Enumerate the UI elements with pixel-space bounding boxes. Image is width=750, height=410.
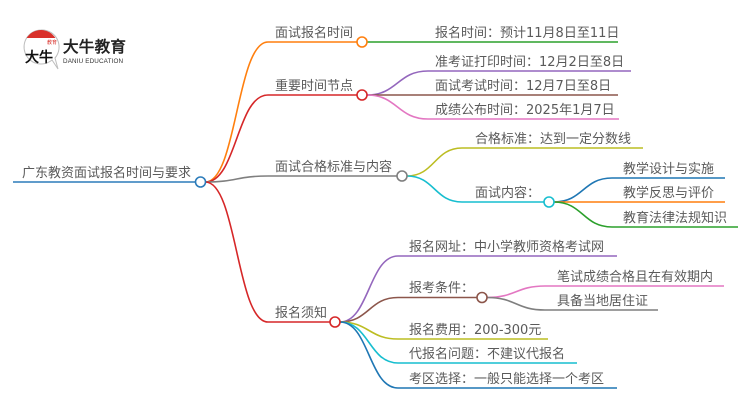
branch-3-child-2-label: 面试内容： xyxy=(475,185,540,201)
branch-registration-time: 面试报名时间 报名时间：预计11月8日至11日 xyxy=(268,25,619,43)
branch-key-dates: 重要时间节点 准考证打印时间：12月2日至8日 面试考试时间：12月7日至8日 … xyxy=(268,55,631,120)
logo-name-en: DANIU EDUCATION xyxy=(63,58,124,65)
edge-branch-2-child-1 xyxy=(366,70,631,96)
branch-3-toggle-circle[interactable] xyxy=(396,170,408,182)
interview-content-child-2-label: 教学反思与评价 xyxy=(623,185,714,201)
edge-interview-content-child-3 xyxy=(553,201,738,228)
branch-4-child-3-label: 报名费用：200-300元 xyxy=(409,322,541,338)
edge-conditions-child-2 xyxy=(486,296,658,311)
branch-2-child-3-label: 成绩公布时间：2025年1月7日 xyxy=(435,103,615,118)
root-label: 广东教资面试报名时间与要求 xyxy=(22,165,191,181)
edge-branch-4-child-3 xyxy=(339,321,548,340)
branch-1-label: 面试报名时间 xyxy=(275,25,353,41)
branch-1-child-1-label: 报名时间：预计11月8日至11日 xyxy=(435,25,619,41)
branch-4-label: 报名须知 xyxy=(275,305,327,321)
branch-1-toggle-circle[interactable] xyxy=(356,36,368,48)
edge-branch-2-child-3 xyxy=(366,94,619,120)
branch-2-toggle-circle[interactable] xyxy=(356,89,368,101)
interview-content-child-1-label: 教学设计与实施 xyxy=(623,161,714,177)
edge-branch-4-child-2 xyxy=(339,296,477,323)
edge-root-to-branch-3 xyxy=(205,175,269,183)
logo-seal-text: 教育 xyxy=(47,39,57,46)
root-node: 广东教资面试报名时间与要求 xyxy=(13,165,196,183)
branch-4-toggle-circle[interactable] xyxy=(329,316,341,328)
logo-name-cn: 大牛教育 xyxy=(63,37,126,56)
logo-mark-text: 大牛 xyxy=(25,49,53,66)
root-toggle-circle[interactable] xyxy=(194,176,207,188)
branch-4-child-5-label: 考区选择：一般只能选择一个考区 xyxy=(409,371,604,387)
interview-content-child-3-label: 教育法律法规知识 xyxy=(623,210,727,226)
edge-branch-4-child-5 xyxy=(339,321,617,389)
logo-bubble-icon xyxy=(23,29,60,70)
edge-branch-4-child-1 xyxy=(339,255,617,323)
branch-2-child-2-label: 面试考试时间：12月7日至8日 xyxy=(435,79,611,94)
edge-conditions-child-1 xyxy=(486,285,724,299)
logo: 大牛 教育 大牛教育 DANIU EDUCATION xyxy=(23,29,126,70)
branch-pass-standard-content: 面试合格标准与内容 合格标准：达到一定分数线 面试内容： 教学设计与实施 教学反… xyxy=(268,131,738,228)
branch-registration-notes: 报名须知 报名网址：中小学教师资格考试网 报考条件： 笔试成绩合格且在有效期内 … xyxy=(268,239,724,389)
edge-root-to-branch-4 xyxy=(205,181,269,323)
edge-branch-3-child-1 xyxy=(406,147,643,177)
interview-content-toggle-circle[interactable] xyxy=(543,196,555,208)
edge-branch-3-child-2 xyxy=(406,175,544,203)
conditions-child-1-label: 笔试成绩合格且在有效期内 xyxy=(557,269,713,285)
branch-4-child-1-label: 报名网址：中小学教师资格考试网 xyxy=(409,239,604,255)
edge-interview-content-child-1 xyxy=(553,177,725,203)
edge-root-to-branch-2 xyxy=(205,94,269,183)
branch-2-child-1-label: 准考证打印时间：12月2日至8日 xyxy=(435,55,624,70)
edge-root-to-branch-1 xyxy=(205,41,269,183)
branch-3-child-1-label: 合格标准：达到一定分数线 xyxy=(475,131,631,147)
branch-4-child-2-label: 报考条件： xyxy=(409,280,474,296)
conditions-child-2-label: 具备当地居住证 xyxy=(557,293,648,309)
branch-2-label: 重要时间节点 xyxy=(275,78,353,94)
branch-4-child-4-label: 代报名问题：不建议代报名 xyxy=(409,346,565,362)
conditions-toggle-circle[interactable] xyxy=(476,291,488,304)
logo-bubble-cap-icon xyxy=(26,30,56,38)
branch-3-label: 面试合格标准与内容 xyxy=(275,159,392,175)
